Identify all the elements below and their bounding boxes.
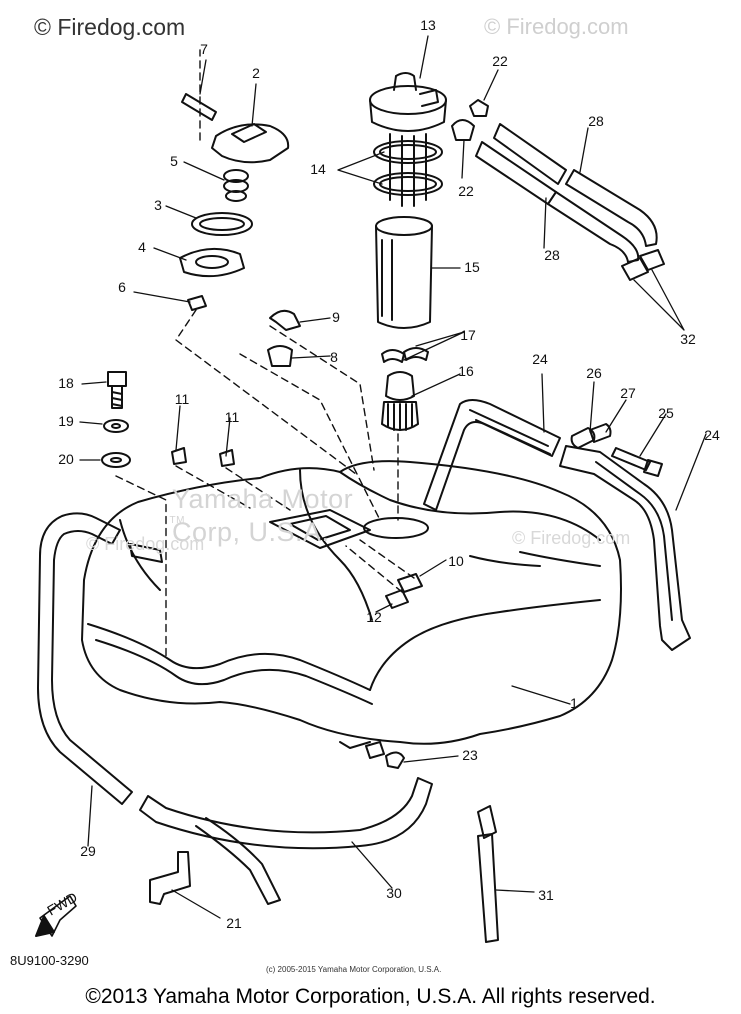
- part-clip-32a: [621, 257, 649, 281]
- callout-31: 31: [538, 887, 554, 903]
- part-filter-16: [381, 371, 419, 431]
- part-cap-2: [211, 123, 290, 164]
- footer-copyright: ©2013 Yamaha Motor Corporation, U.S.A. A…: [85, 985, 656, 1008]
- callout-7: 7: [200, 41, 208, 57]
- callout-12: 12: [366, 609, 382, 625]
- part-gaskets-14: [373, 140, 443, 196]
- part-clip-17a: [381, 349, 405, 363]
- part-hose-30: [139, 777, 433, 850]
- callout-11: 11: [175, 391, 190, 407]
- callout-4: 4: [138, 239, 146, 255]
- callout-11: 11: [225, 409, 240, 425]
- callout-16: 16: [458, 363, 474, 379]
- part-bolt-25: [611, 447, 663, 477]
- part-clip-22b: [451, 119, 475, 141]
- part-hose-28a: [493, 123, 567, 185]
- fwd-arrow-icon: [35, 895, 77, 937]
- part-base-4: [179, 247, 245, 278]
- part-grommet-11a: [171, 447, 187, 465]
- callout-28: 28: [544, 247, 560, 263]
- part-hose-29: [37, 512, 133, 805]
- callout-32: 32: [680, 331, 696, 347]
- part-clamp-23a: [365, 741, 385, 759]
- part-pipe-15: [375, 216, 433, 329]
- fwd-label: FWD: [44, 889, 80, 919]
- callout-3: 3: [154, 197, 162, 213]
- watermark-tm: TM: [169, 515, 185, 526]
- guide-lines: [115, 49, 415, 661]
- part-fuel-sender-top: [369, 72, 447, 207]
- part-gasket-3: [191, 212, 253, 236]
- callout-30: 30: [386, 885, 402, 901]
- part-grommet-11b: [219, 449, 235, 467]
- callout-29: 29: [80, 843, 96, 859]
- strap-detail-b: [595, 461, 673, 621]
- part-collar-27: [589, 423, 612, 443]
- callout-10: 10: [448, 553, 464, 569]
- watermark-center-text: Yamaha Motor Corp, U.S.A.: [172, 484, 354, 547]
- watermark-mid-left: © Firedog.com: [86, 534, 205, 554]
- part-hose-30-tail: [195, 817, 281, 905]
- callout-22: 22: [492, 53, 508, 69]
- part-clip-8: [267, 345, 293, 367]
- watermark-top-left: © Firedog.com: [34, 14, 186, 40]
- part-spring-5: [223, 169, 249, 202]
- part-washer-20: [101, 452, 131, 468]
- watermark-center: Yamaha Motor Corp, U.S.A.TM: [169, 484, 374, 548]
- leader-lines: [79, 35, 707, 919]
- callout-1: 1: [570, 695, 578, 711]
- part-strap-24b: [559, 445, 691, 651]
- watermark-mid-right: © Firedog.com: [512, 528, 631, 548]
- callout-24: 24: [532, 351, 548, 367]
- part-clip-17b: [403, 347, 429, 361]
- watermark-top-right: © Firedog.com: [484, 14, 629, 39]
- part-clamp-23b: [385, 751, 405, 769]
- callout-27: 27: [620, 385, 636, 401]
- part-clip-6: [187, 295, 207, 311]
- part-fitting-left: [129, 543, 163, 563]
- callout-26: 26: [586, 365, 602, 381]
- callout-18: 18: [58, 375, 74, 391]
- callout-21: 21: [226, 915, 242, 931]
- part-clip-22a: [469, 99, 489, 117]
- part-code: 8U9100-3290: [10, 953, 89, 968]
- callout-13: 13: [420, 17, 436, 33]
- part-hose-28d: [547, 191, 640, 263]
- callout-23: 23: [462, 747, 478, 763]
- callout-9: 9: [332, 309, 340, 325]
- callout-28: 28: [588, 113, 604, 129]
- part-bolt-18: [107, 371, 127, 409]
- small-copyright: (c) 2005-2015 Yamaha Motor Corporation, …: [266, 965, 442, 974]
- callout-25: 25: [658, 405, 674, 421]
- callout-2: 2: [252, 65, 260, 81]
- callout-24: 24: [704, 427, 720, 443]
- part-bolt-12: [385, 589, 409, 609]
- part-fuel-tank-1: [81, 460, 622, 749]
- part-bracket-21: [149, 851, 191, 905]
- callout-17: 17: [460, 327, 476, 343]
- callout-19: 19: [58, 413, 74, 429]
- callout-5: 5: [170, 153, 178, 169]
- part-washer-19: [103, 419, 129, 433]
- part-clip-32b: [639, 249, 665, 271]
- callout-22: 22: [458, 183, 474, 199]
- part-strap-24a: [423, 399, 561, 511]
- callout-15: 15: [464, 259, 480, 275]
- part-pin-7: [181, 93, 217, 121]
- part-dipstick-31: [477, 805, 499, 943]
- strap-detail-a: [469, 409, 551, 455]
- callout-14: 14: [310, 161, 326, 177]
- part-clip-9: [269, 309, 301, 331]
- part-hose-28c: [565, 169, 658, 247]
- callout-6: 6: [118, 279, 126, 295]
- callout-8: 8: [330, 349, 338, 365]
- callout-20: 20: [58, 451, 74, 467]
